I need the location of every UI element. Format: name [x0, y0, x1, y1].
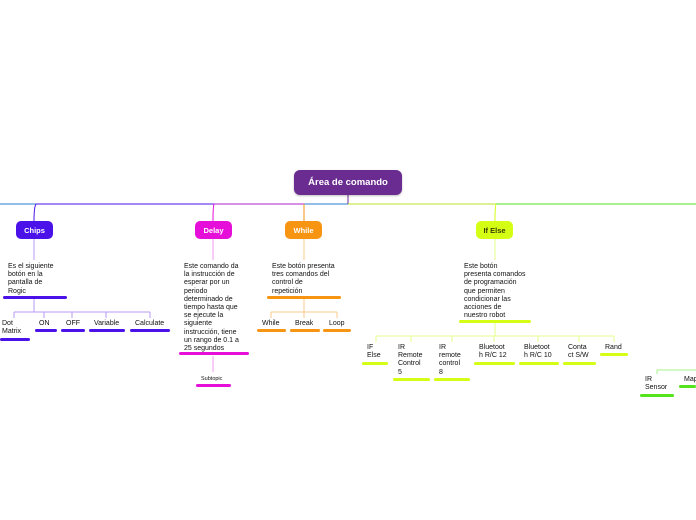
topic-chips[interactable]: Chips [16, 221, 53, 239]
subtopic-variable[interactable]: Variable [94, 320, 120, 327]
subtopic-calculate[interactable]: Calculate [135, 320, 165, 327]
root-topic[interactable]: Área de comando [294, 170, 402, 195]
delay-subtopic-bar [196, 384, 231, 387]
subtopic-on-bar [35, 329, 57, 332]
delay-description: Este comando da la instrucción de espera… [184, 263, 239, 353]
subtopic-while[interactable]: While [262, 320, 280, 327]
subtopic-loop[interactable]: Loop [329, 320, 345, 327]
subtopic-rand-bar [600, 353, 628, 356]
subtopic-on[interactable]: ON [39, 320, 50, 327]
subtopic-ir-sensor-bar [640, 394, 674, 397]
subtopic-off-bar [61, 329, 85, 332]
subtopic-contact-sw-bar [563, 362, 596, 365]
subtopic-ir-remote-control-8[interactable]: IR remote control 8 [439, 344, 461, 376]
if-else-description-bar [459, 320, 531, 323]
subtopic-ir-sensor[interactable]: IR Sensor [645, 376, 668, 392]
if-else-description: Este botón presenta comandos de programa… [464, 263, 526, 320]
subtopic-ir-remote-8-bar [434, 378, 470, 381]
subtopic-off[interactable]: OFF [66, 320, 80, 327]
subtopic-if-else-bar [362, 362, 388, 365]
while-description: Este botón presenta tres comandos del co… [272, 263, 335, 295]
delay-subtopic[interactable]: Subtopic [201, 376, 223, 382]
chips-description-bar [3, 296, 67, 299]
subtopic-bluetooth-10-bar [519, 362, 559, 365]
while-description-bar [267, 296, 341, 299]
subtopic-calculate-bar [130, 329, 170, 332]
subtopic-map-bar [679, 385, 696, 388]
topic-if-else[interactable]: If Else [476, 221, 513, 239]
topic-while[interactable]: While [285, 221, 322, 239]
subtopic-contact-sw[interactable]: Conta ct S/W [568, 344, 589, 360]
topic-delay[interactable]: Delay [195, 221, 232, 239]
subtopic-dot-matrix-bar [0, 338, 30, 341]
subtopic-bluetooth-rc-10[interactable]: Bluetoot h R/C 10 [524, 344, 552, 360]
subtopic-ir-remote-5-bar [393, 378, 430, 381]
subtopic-while-bar [257, 329, 286, 332]
subtopic-if-else[interactable]: IF Else [367, 344, 381, 360]
subtopic-variable-bar [89, 329, 125, 332]
subtopic-map[interactable]: Map [684, 376, 696, 383]
subtopic-bluetooth-rc-12[interactable]: Bluetoot h R/C 12 [479, 344, 507, 360]
chips-description: Es el siguiente botón en la pantalla de … [8, 263, 54, 295]
subtopic-dot-matrix[interactable]: Dot Matrix [2, 320, 22, 336]
subtopic-loop-bar [323, 329, 351, 332]
subtopic-ir-remote-control-5[interactable]: IR Remote Control 5 [398, 344, 423, 376]
subtopic-bluetooth-12-bar [474, 362, 515, 365]
delay-description-bar [179, 352, 249, 355]
subtopic-break[interactable]: Break [295, 320, 314, 327]
subtopic-break-bar [290, 329, 320, 332]
subtopic-rand[interactable]: Rand [605, 344, 622, 351]
